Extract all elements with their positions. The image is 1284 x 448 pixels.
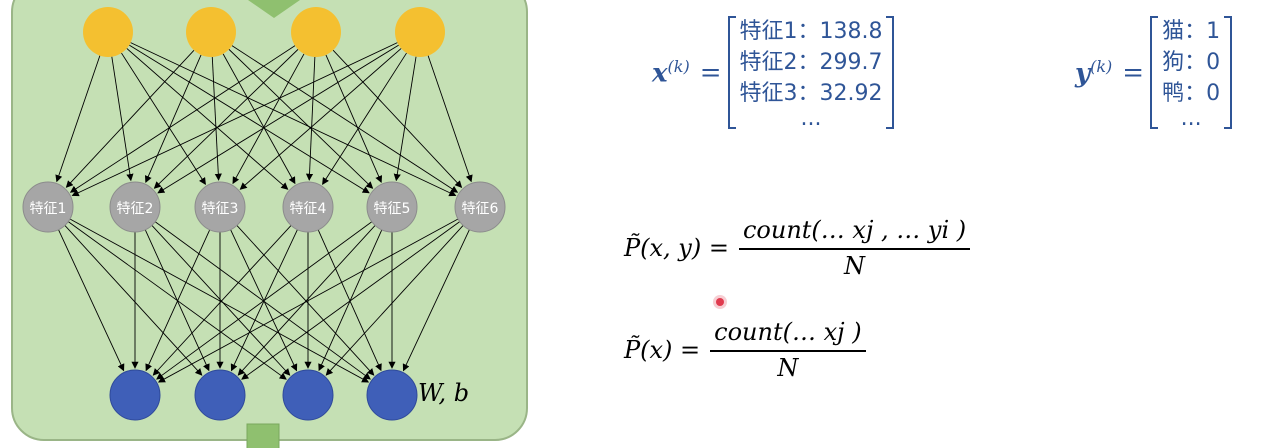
output-node xyxy=(194,369,246,421)
network-edge xyxy=(129,44,370,194)
y-vector: y(k) = 猫：1 狗：0 鸭：0 ... xyxy=(1075,16,1233,131)
x-vector-matrix: 特征1：138.8 特征2：299.7 特征3：32.92 ... xyxy=(727,16,895,131)
network-edge xyxy=(237,225,376,376)
network-edge xyxy=(152,225,292,376)
y-row-1: 猫：1 xyxy=(1162,19,1221,44)
network-edge xyxy=(111,56,134,182)
marginal-formula-denominator: N xyxy=(710,350,866,382)
network-edge xyxy=(241,221,461,380)
top-node xyxy=(291,7,341,57)
marginal-probability-formula: P̃(x) = count(… xj ) N xyxy=(624,318,866,382)
params-label: W, b xyxy=(418,379,469,407)
feature-node-label: 特征4 xyxy=(290,201,327,217)
x-vector: x(k) = 特征1：138.8 特征2：299.7 特征3：32.92 ... xyxy=(652,16,895,131)
network-edge xyxy=(305,56,316,181)
network-edge xyxy=(144,54,202,184)
y-row-ellipsis: ... xyxy=(1180,106,1202,131)
feature-layer: 特征1 特征2 特征3 特征4 特征5 特征6 xyxy=(22,181,506,233)
network-edge xyxy=(64,225,203,376)
network-edge xyxy=(130,42,457,197)
network-edge xyxy=(154,221,371,380)
output-node xyxy=(109,369,161,421)
network-edge xyxy=(65,49,195,188)
network-edge xyxy=(228,49,374,189)
joint-formula-fraction: count(… xj , … yi ) N xyxy=(738,216,971,280)
feature-node xyxy=(366,181,418,233)
x-row-1: 特征1：138.8 xyxy=(739,19,883,44)
x-vector-equals: = xyxy=(699,57,722,88)
top-node xyxy=(186,7,236,57)
top-layer xyxy=(83,7,445,57)
y-row-3: 鸭：0 xyxy=(1162,81,1221,106)
output-node xyxy=(282,369,334,421)
feature-node xyxy=(22,181,74,233)
network-edge xyxy=(157,218,459,383)
network-edge xyxy=(325,225,464,376)
joint-probability-formula: P̃(x, y) = count(… xj , … yi ) N xyxy=(624,216,971,280)
network-edge xyxy=(232,53,305,185)
top-node xyxy=(395,7,445,57)
network-edge xyxy=(153,49,299,189)
feature-node xyxy=(194,181,246,233)
network-edge xyxy=(69,45,296,193)
y-vector-matrix: 猫：1 狗：0 鸭：0 ... xyxy=(1150,16,1233,131)
joint-formula-denominator: N xyxy=(738,248,971,280)
network-edge xyxy=(222,53,296,185)
network-edge xyxy=(325,54,383,184)
x-row-ellipsis: ... xyxy=(800,106,822,131)
feature-node xyxy=(282,181,334,233)
x-row-3: 特征3：32.92 xyxy=(739,81,883,106)
network-edge xyxy=(156,221,373,380)
network-edges xyxy=(55,42,473,383)
network-panel xyxy=(11,0,528,441)
network-edge xyxy=(144,229,210,372)
pointer-dot xyxy=(716,298,724,306)
network-edge xyxy=(322,52,407,186)
x-vector-label: x(k) xyxy=(652,56,690,89)
network-edge xyxy=(427,55,473,183)
feature-node-label: 特征5 xyxy=(374,201,411,217)
network-edge xyxy=(236,225,375,376)
marginal-formula-numerator: count(… xj ) xyxy=(714,318,862,346)
network-edge xyxy=(332,49,463,188)
feature-node xyxy=(109,181,161,233)
network-edge xyxy=(126,48,289,190)
joint-formula-lhs: P̃(x, y) = xyxy=(624,234,729,262)
network-edge xyxy=(69,218,370,383)
network-edge xyxy=(145,229,211,372)
output-node xyxy=(366,369,418,421)
network-edge xyxy=(231,45,459,193)
network-edge xyxy=(71,42,398,197)
marginal-formula-fraction: count(… xj ) N xyxy=(710,318,866,382)
network-edge xyxy=(58,229,125,372)
network-edge xyxy=(402,229,470,372)
network-edge xyxy=(121,52,206,186)
joint-formula-numerator: count(… xj , … yi ) xyxy=(742,216,967,244)
input-arrow-head xyxy=(248,0,300,18)
network-edge xyxy=(211,56,222,181)
feature-node-label: 特征6 xyxy=(462,201,499,217)
network-edge xyxy=(318,229,383,372)
network-edge xyxy=(393,56,417,182)
top-node xyxy=(83,7,133,57)
feature-node-label: 特征2 xyxy=(117,201,154,217)
output-arrow-stem xyxy=(246,423,280,448)
network-edge xyxy=(157,44,399,194)
feature-node-label: 特征3 xyxy=(202,201,239,217)
network-edge xyxy=(239,48,402,190)
x-row-2: 特征2：299.7 xyxy=(739,50,883,75)
network-edge xyxy=(151,225,291,376)
network-diagram: 特征1 特征2 特征3 特征4 特征5 特征6 W, b xyxy=(11,0,528,448)
y-vector-label: y(k) xyxy=(1075,56,1113,89)
y-vector-equals: = xyxy=(1122,57,1145,88)
network-edge xyxy=(55,55,101,183)
y-row-2: 狗：0 xyxy=(1162,50,1221,75)
feature-node-label: 特征1 xyxy=(30,201,67,217)
marginal-formula-lhs: P̃(x) = xyxy=(624,336,701,364)
output-layer xyxy=(109,369,418,421)
feature-node xyxy=(454,181,506,233)
